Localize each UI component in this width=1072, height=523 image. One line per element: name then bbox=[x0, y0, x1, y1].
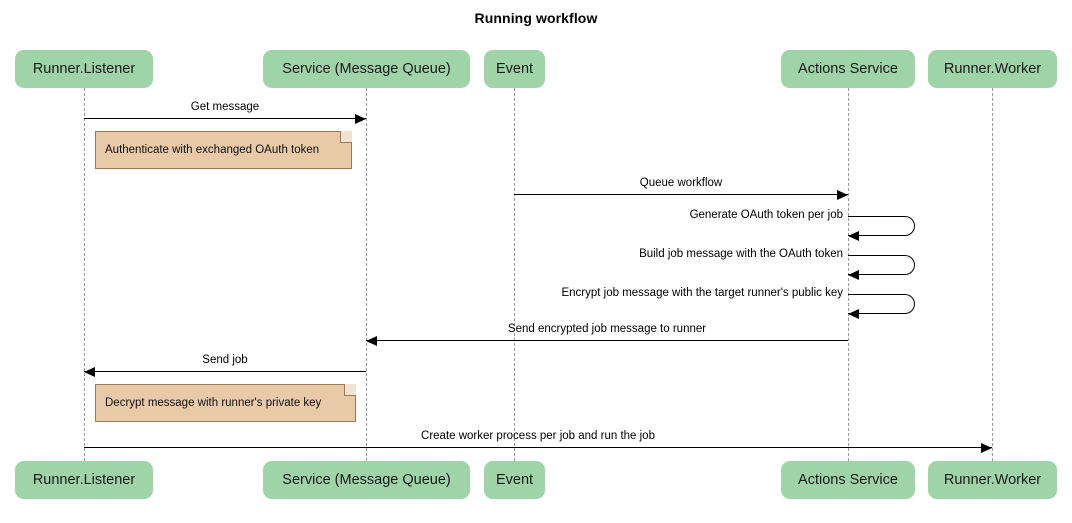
participant-actions-service-top[interactable]: Actions Service bbox=[781, 50, 915, 88]
participant-label: Runner.Listener bbox=[32, 61, 136, 77]
arrowhead-build-job-message bbox=[848, 269, 859, 280]
self-message-loop-build-job-message bbox=[848, 255, 915, 275]
lifeline-event bbox=[514, 88, 515, 461]
message-line-get-message bbox=[84, 118, 366, 119]
self-message-loop-generate-oauth-token bbox=[848, 216, 915, 236]
message-line-create-worker-process bbox=[84, 447, 992, 448]
lifeline-runner-listener bbox=[84, 88, 85, 461]
arrowhead-create-worker-process bbox=[981, 442, 992, 453]
message-line-send-encrypted-job-message bbox=[366, 340, 848, 341]
note-fold-corner-icon bbox=[344, 384, 356, 396]
note-fold-corner-icon bbox=[340, 131, 352, 143]
participant-service-message-queue-top[interactable]: Service (Message Queue) bbox=[263, 50, 470, 88]
participant-label: Actions Service bbox=[798, 61, 898, 77]
message-label-queue-workflow: Queue workflow bbox=[639, 177, 723, 189]
arrowhead-queue-workflow bbox=[837, 189, 848, 200]
note-text: Decrypt message with runner's private ke… bbox=[105, 397, 322, 409]
message-label-get-message: Get message bbox=[190, 101, 260, 113]
participant-label: Event bbox=[495, 472, 534, 488]
participant-event-bottom[interactable]: Event bbox=[484, 461, 545, 499]
participant-label: Runner.Worker bbox=[943, 61, 1042, 77]
participant-label: Service (Message Queue) bbox=[282, 61, 451, 77]
participant-label: Runner.Listener bbox=[32, 472, 136, 488]
participant-actions-service-bottom[interactable]: Actions Service bbox=[781, 461, 915, 499]
diagram-title: Running workflow bbox=[474, 10, 598, 26]
self-message-loop-encrypt-job-message bbox=[848, 294, 915, 314]
message-label-send-encrypted-job-message: Send encrypted job message to runner bbox=[507, 323, 707, 335]
participant-label: Event bbox=[495, 61, 534, 77]
self-message-label-build-job-message: Build job message with the OAuth token bbox=[639, 248, 843, 260]
participant-runner-worker-bottom[interactable]: Runner.Worker bbox=[928, 461, 1057, 499]
arrowhead-encrypt-job-message bbox=[848, 308, 859, 319]
arrowhead-send-job bbox=[84, 366, 95, 377]
self-message-label-encrypt-job-message: Encrypt job message with the target runn… bbox=[561, 287, 843, 299]
note-text: Authenticate with exchanged OAuth token bbox=[105, 144, 320, 156]
self-message-label-generate-oauth-token: Generate OAuth token per job bbox=[689, 209, 843, 221]
lifeline-runner-worker bbox=[992, 88, 993, 461]
arrowhead-send-encrypted-job-message bbox=[366, 335, 377, 346]
participant-runner-listener-bottom[interactable]: Runner.Listener bbox=[15, 461, 153, 499]
arrowhead-generate-oauth-token bbox=[848, 230, 859, 241]
message-line-queue-workflow bbox=[514, 194, 848, 195]
message-line-send-job bbox=[84, 371, 366, 372]
participant-service-message-queue-bottom[interactable]: Service (Message Queue) bbox=[263, 461, 470, 499]
lifeline-service-message-queue bbox=[366, 88, 367, 461]
arrowhead-get-message bbox=[355, 113, 366, 124]
participant-runner-listener-top[interactable]: Runner.Listener bbox=[15, 50, 153, 88]
note-decrypt-note: Decrypt message with runner's private ke… bbox=[95, 384, 356, 422]
participant-runner-worker-top[interactable]: Runner.Worker bbox=[928, 50, 1057, 88]
message-label-send-job: Send job bbox=[202, 354, 248, 366]
participant-label: Runner.Worker bbox=[943, 472, 1042, 488]
message-label-create-worker-process: Create worker process per job and run th… bbox=[421, 430, 655, 442]
participant-label: Service (Message Queue) bbox=[282, 472, 451, 488]
participant-event-top[interactable]: Event bbox=[484, 50, 545, 88]
participant-label: Actions Service bbox=[798, 472, 898, 488]
note-authenticate-note: Authenticate with exchanged OAuth token bbox=[95, 131, 352, 169]
